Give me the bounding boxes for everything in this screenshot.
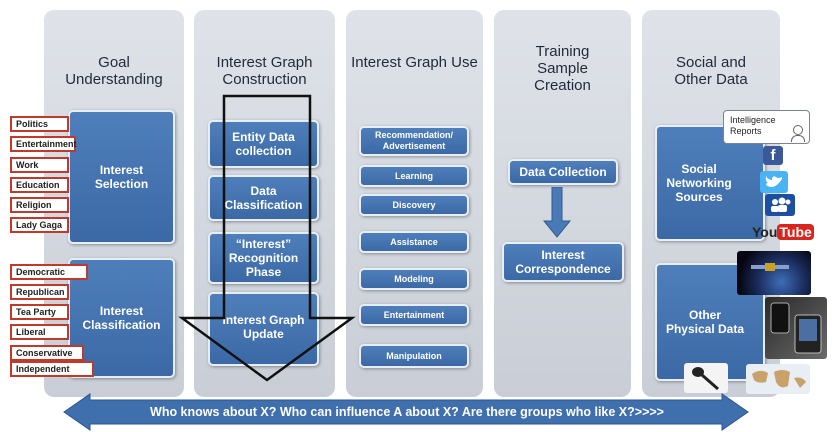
use-item-recommendation: Recommendation/ Advertisement (359, 126, 469, 156)
interest-selection-label: Interest Selection (94, 163, 149, 191)
tag-education: Education (10, 177, 69, 193)
interest-graph-update-box: Interest Graph Update (208, 292, 319, 366)
person-icon (791, 125, 805, 142)
tag-independent: Independent (10, 361, 94, 377)
social-networking-sources-label: Social Networking Sources (666, 162, 732, 204)
use-item-label: Manipulation (386, 350, 442, 361)
other-physical-data-label: Other Physical Data (665, 308, 745, 336)
data-classification-box: Data Classification (208, 175, 319, 221)
data-classification-label: Data Classification (224, 184, 303, 212)
intelligence-reports-label: Intelligence Reports (730, 115, 776, 136)
interest-classification-box: Interest Classification (68, 258, 175, 378)
use-item-learning: Learning (359, 165, 469, 187)
tag-liberal: Liberal (10, 324, 69, 340)
tag-entertainment: Entertainment (10, 136, 77, 152)
data-collection-box: Data Collection (508, 159, 618, 185)
data-collection-label: Data Collection (519, 165, 607, 179)
use-item-label: Assistance (390, 236, 438, 247)
myspace-icon (765, 194, 795, 216)
tag-republican: Republican (10, 284, 69, 300)
use-item-label: Learning (394, 170, 433, 181)
world-map-image (746, 364, 810, 394)
interest-classification-label: Interest Classification (82, 304, 161, 332)
tag-democratic: Democratic (10, 264, 88, 280)
column-title: Interest Graph Use (351, 54, 478, 71)
use-item-modeling: Modeling (359, 268, 469, 290)
banner-text: Who knows about X? Who can influence A a… (150, 405, 664, 419)
devices-image (765, 297, 827, 359)
column-title: Social and Other Data (674, 54, 748, 88)
tag-religion: Religion (10, 197, 69, 213)
interest-recognition-phase-box: “Interest” Recognition Phase (208, 232, 319, 284)
use-item-label: Entertainment (383, 309, 445, 320)
microphone-image (684, 363, 728, 393)
social-networking-sources-box: Social Networking Sources (655, 125, 765, 241)
tag-tea-party: Tea Party (10, 304, 69, 320)
interest-selection-box: Interest Selection (68, 110, 175, 244)
column-title: Interest Graph Construction (216, 54, 313, 88)
use-item-assistance: Assistance (359, 231, 469, 253)
twitter-icon (760, 171, 788, 193)
interest-recognition-phase-label: “Interest” Recognition Phase (228, 237, 299, 279)
tag-conservative: Conservative (10, 345, 84, 361)
use-item-label: Modeling (394, 273, 434, 284)
use-item-discovery: Discovery (359, 194, 469, 216)
tag-lady-gaga: Lady Gaga (10, 217, 69, 233)
entity-data-collection-box: Entity Data collection (208, 120, 319, 168)
tag-work: Work (10, 157, 69, 173)
facebook-icon: f (763, 146, 783, 165)
down-arrow-icon (542, 187, 572, 238)
column-title: Training Sample Creation (534, 43, 591, 94)
satellite-image (737, 251, 811, 295)
use-item-label: Discovery (392, 199, 436, 210)
interest-correspondence-box: Interest Correspondence (502, 242, 624, 282)
banner-arrow (63, 393, 749, 431)
use-item-entertainment: Entertainment (359, 304, 469, 326)
use-item-manipulation: Manipulation (359, 344, 469, 368)
column-title: Goal Understanding (65, 54, 163, 88)
interest-graph-update-label: Interest Graph Update (222, 313, 305, 341)
interest-correspondence-label: Interest Correspondence (515, 248, 611, 276)
tag-politics: Politics (10, 116, 69, 132)
entity-data-collection-label: Entity Data collection (232, 130, 295, 158)
use-item-label: Recommendation/ Advertisement (374, 130, 453, 151)
